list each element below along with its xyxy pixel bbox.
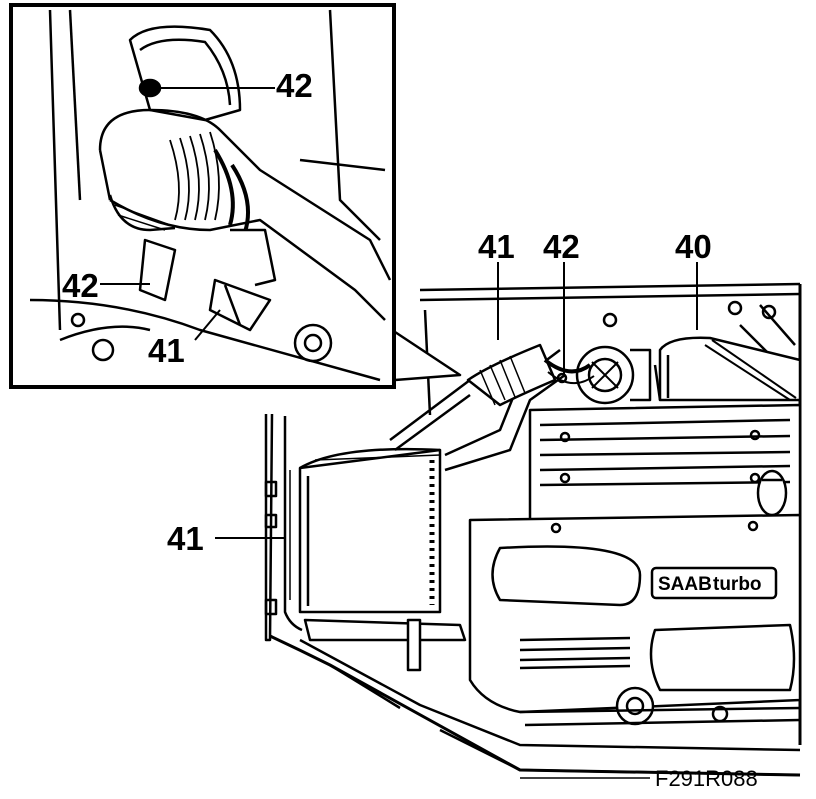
throttle-housing (575, 345, 652, 405)
leader-lines-main (215, 262, 698, 779)
intake-hose (298, 343, 566, 672)
callout-inset-hose-clamp: 42 (276, 67, 313, 104)
callout-inset-hose: 41 (148, 332, 185, 369)
air-cleaner-box (653, 336, 802, 402)
engine-badge-brand: SAAB (658, 574, 712, 595)
hose-clamp-main (543, 358, 595, 384)
inset-art (29, 9, 392, 382)
figure-code: F291R088 (655, 766, 758, 791)
fender-wall (264, 413, 303, 642)
inset-detail-view (9, 3, 396, 389)
callout-main-hose-top: 41 (478, 228, 515, 265)
callout-inset-bracket-clamp: 42 (62, 267, 99, 304)
callout-main-hose-left: 41 (167, 520, 204, 557)
callout-main-clamp-top: 42 (543, 228, 580, 265)
engine-bay-main-view (215, 262, 802, 779)
inset-frame (9, 3, 396, 389)
engine-badge-word: turbo (713, 574, 762, 595)
engine-cover (468, 403, 802, 727)
chassis-lower-edge (269, 634, 801, 777)
callout-air-cleaner: 40 (675, 228, 712, 265)
inset-pointer (391, 328, 462, 382)
